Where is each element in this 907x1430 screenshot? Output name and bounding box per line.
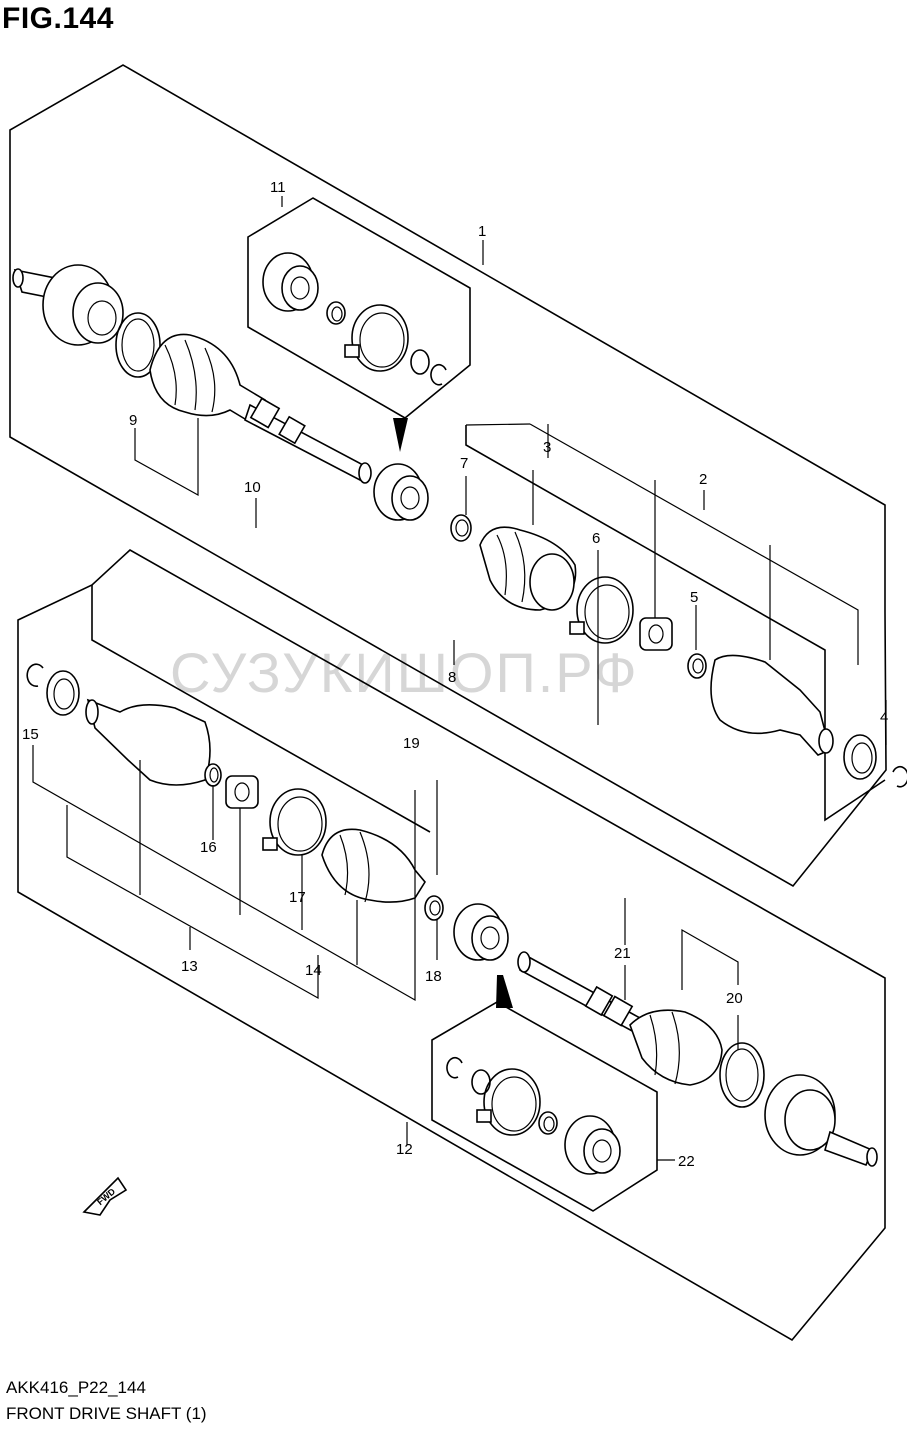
callout-14: 14 <box>305 962 322 979</box>
callout-19: 19 <box>403 735 420 752</box>
snap-ring-icon <box>326 301 346 325</box>
bearing-arrow-icon <box>393 418 408 452</box>
bearing-kit-box-lower <box>431 975 658 1212</box>
shaft-lower <box>517 951 642 1034</box>
boot-inner-upper <box>479 526 577 611</box>
callout-10: 10 <box>244 479 261 496</box>
figure-label: FIG.144 <box>2 2 114 35</box>
center-bearing-upper <box>373 463 429 521</box>
center-bearing-lower <box>453 903 509 961</box>
callout-7: 7 <box>460 455 468 472</box>
wheel-bearing-icon <box>262 252 319 312</box>
snap-ring-5 <box>687 653 707 679</box>
circlip-7 <box>450 514 472 542</box>
boot-band-icon <box>476 1068 541 1136</box>
shaft-upper <box>244 397 372 484</box>
upper-assembly-outline <box>9 64 887 888</box>
inner-joint-group-outline <box>465 423 886 822</box>
callout-20: 20 <box>726 990 743 1007</box>
callout-15: 15 <box>22 726 39 743</box>
circlip-icon <box>446 1056 491 1095</box>
boot-band-17 <box>262 788 327 856</box>
callout-8: 8 <box>448 669 456 686</box>
inner-housing-upper <box>710 654 834 756</box>
boot-outer-upper <box>149 333 266 427</box>
diagram-code: AKK416_P22_144 <box>6 1378 146 1397</box>
tripod-joint-lower <box>225 775 259 809</box>
callout-6: 6 <box>592 530 600 547</box>
bearing-arrow-icon <box>496 975 513 1008</box>
abs-ring-lower <box>719 1042 765 1108</box>
inner-housing-lower <box>85 698 211 786</box>
boot-outer-lower <box>629 1009 723 1086</box>
boot-inner-lower <box>321 828 426 903</box>
oil-seal-4 <box>843 734 907 788</box>
wheel-bearing-icon <box>564 1115 621 1175</box>
diagram-title: FRONT DRIVE SHAFT (1) <box>6 1404 207 1423</box>
fwd-arrow-icon: FWD <box>82 1176 128 1216</box>
circlip-icon <box>410 349 447 386</box>
callout-9: 9 <box>129 412 137 429</box>
callout-17: 17 <box>289 889 306 906</box>
callout-21: 21 <box>614 945 631 962</box>
callout-2: 2 <box>699 471 707 488</box>
outer-joint-lower <box>764 1074 878 1167</box>
callout-12: 12 <box>396 1141 413 1158</box>
bearing-kit-box-upper <box>247 197 471 452</box>
leader-lines-lower <box>32 745 739 1161</box>
circlip-18 <box>424 895 444 921</box>
snap-ring-icon <box>538 1111 558 1135</box>
callouts: 1 2 3 4 5 6 7 8 9 10 11 12 13 14 15 16 1… <box>22 179 888 1170</box>
callout-18: 18 <box>425 968 442 985</box>
lower-assembly-outline <box>17 549 886 1342</box>
callout-5: 5 <box>690 589 698 606</box>
circlip-15 <box>26 663 80 716</box>
callout-1: 1 <box>478 223 486 240</box>
outer-joint-upper <box>12 264 124 346</box>
boot-band-icon <box>344 304 409 372</box>
callout-4: 4 <box>880 709 888 726</box>
abs-ring-upper <box>115 312 161 378</box>
callout-11: 11 <box>270 179 286 196</box>
boot-band-6 <box>569 576 634 644</box>
callout-16: 16 <box>200 839 217 856</box>
callout-13: 13 <box>181 958 198 975</box>
leader-lines-upper <box>134 196 887 745</box>
callout-22: 22 <box>678 1153 695 1170</box>
snap-ring-16 <box>204 763 222 787</box>
callout-3: 3 <box>543 439 551 456</box>
tripod-joint-upper <box>639 617 673 651</box>
